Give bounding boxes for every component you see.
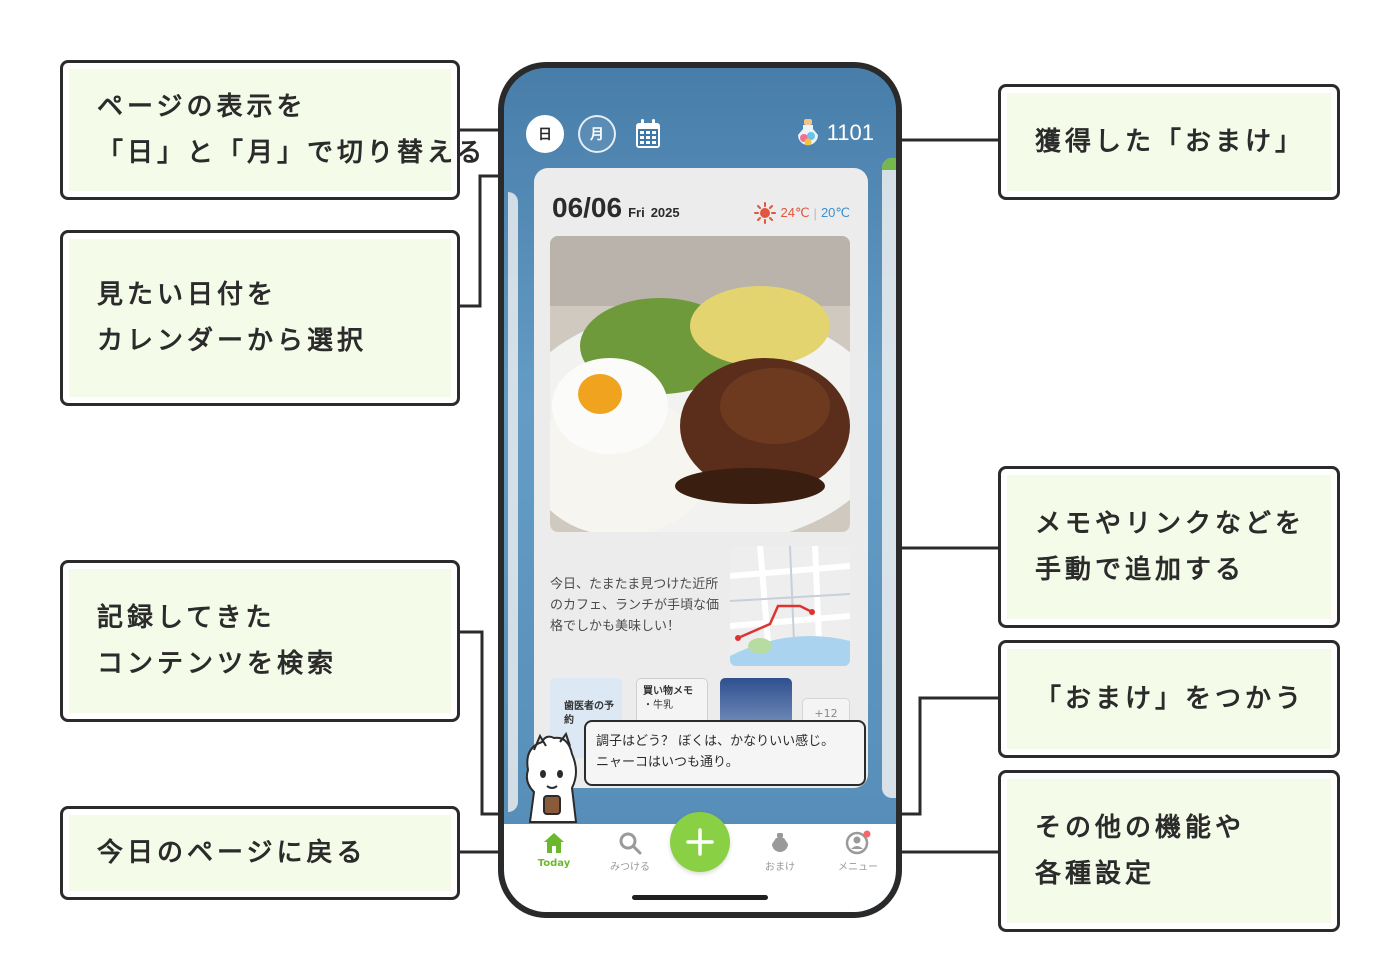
omake-icon — [772, 833, 788, 852]
omake-counter[interactable]: 1101 — [795, 118, 874, 148]
callout-text: その他の機能や — [1035, 813, 1246, 843]
date-year: 2025 — [650, 205, 680, 220]
callout-text: 今日のページに戻る — [97, 838, 367, 868]
callout-menu: その他の機能や 各種設定 — [998, 770, 1340, 932]
day-page-card[interactable]: 06/06 Fri 2025 24℃ | 20℃ — [534, 168, 868, 788]
tab-label: みつける — [610, 862, 650, 873]
tab-label: メニュー — [838, 862, 878, 873]
tab-today[interactable]: Today — [524, 830, 584, 869]
page-date: 06/06 Fri 2025 — [552, 192, 680, 224]
tab-omake[interactable]: おまけ — [750, 830, 810, 873]
callout-text: 各種設定 — [1035, 859, 1156, 889]
mode-month-button[interactable]: 月 — [578, 115, 616, 153]
callout-text: 「おまけ」をつかう — [1035, 684, 1306, 714]
callout-text: 「日」と「月」で切り替える — [97, 138, 487, 168]
user-icon — [845, 830, 871, 855]
mode-day-button[interactable]: 日 — [526, 115, 564, 153]
tab-search[interactable]: みつける — [600, 830, 660, 873]
callout-text: 手動で追加する — [1035, 555, 1246, 585]
bottom-tab-bar: Today みつける おまけ — [504, 812, 896, 912]
callout-add-manual: メモやリンクなどを 手動で追加する — [998, 466, 1340, 628]
plus-icon — [686, 828, 714, 856]
previous-page-edge[interactable] — [508, 192, 518, 812]
callout-search: 記録してきた コンテンツを検索 — [60, 560, 460, 722]
callout-text: カレンダーから選択 — [97, 326, 368, 356]
search-icon — [619, 832, 642, 855]
callout-text: 見たい日付を — [97, 280, 278, 310]
note-card-item: ・牛乳 — [643, 700, 673, 711]
callout-view-toggle: ページの表示を 「日」と「月」で切り替える — [60, 60, 487, 200]
callout-use-omake: 「おまけ」をつかう — [998, 640, 1340, 758]
bubble-line: 調子はどう？ ぼくは、かなりいい感じ。 — [596, 734, 835, 749]
callout-text: 獲得した「おまけ」 — [1035, 127, 1306, 157]
food-photo[interactable] — [550, 236, 850, 532]
callout-text: コンテンツを検索 — [97, 649, 338, 679]
date-weekday: Fri — [628, 205, 645, 220]
add-entry-button[interactable] — [670, 812, 730, 872]
map-thumbnail[interactable] — [730, 546, 850, 666]
temp-low: 20℃ — [820, 205, 850, 220]
note-card-text: 歯医者の予約 — [564, 701, 614, 726]
phone-frame: 日 月 1101 06/06 — [498, 62, 902, 918]
memo-text[interactable]: 今日、たまたま見つけた近所のカフェ、ランチが手頃な価格でしかも美味しい！ — [550, 577, 720, 634]
callout-text: メモやリンクなどを — [1035, 509, 1306, 539]
calendar-icon[interactable] — [634, 118, 662, 150]
sun-icon — [754, 202, 777, 224]
tab-label: Today — [537, 858, 571, 869]
bubble-line: ニャーコはいつも通り。 — [596, 755, 739, 770]
home-icon — [544, 833, 564, 853]
next-page-edge[interactable] — [882, 158, 896, 798]
potion-icon — [797, 119, 818, 146]
home-indicator — [632, 895, 768, 900]
callout-text: 記録してきた — [97, 603, 276, 633]
cat-character[interactable] — [516, 732, 586, 828]
weather-widget: 24℃ | 20℃ — [754, 202, 850, 224]
tab-menu[interactable]: メニュー — [828, 830, 888, 873]
top-bar: 日 月 1101 — [504, 108, 896, 153]
omake-count: 1101 — [826, 120, 874, 145]
note-card-title: 買い物メモ — [643, 686, 693, 697]
callout-text: ページの表示を — [97, 92, 307, 122]
character-speech-bubble[interactable]: 調子はどう？ ぼくは、かなりいい感じ。 ニャーコはいつも通り。 — [584, 720, 866, 786]
callout-omake-earned: 獲得した「おまけ」 — [998, 84, 1340, 200]
tab-label: おまけ — [765, 862, 795, 873]
callout-today: 今日のページに戻る — [60, 806, 460, 900]
temp-high: 24℃ — [780, 205, 810, 220]
callout-calendar: 見たい日付を カレンダーから選択 — [60, 230, 460, 406]
date-main: 06/06 — [552, 192, 623, 223]
